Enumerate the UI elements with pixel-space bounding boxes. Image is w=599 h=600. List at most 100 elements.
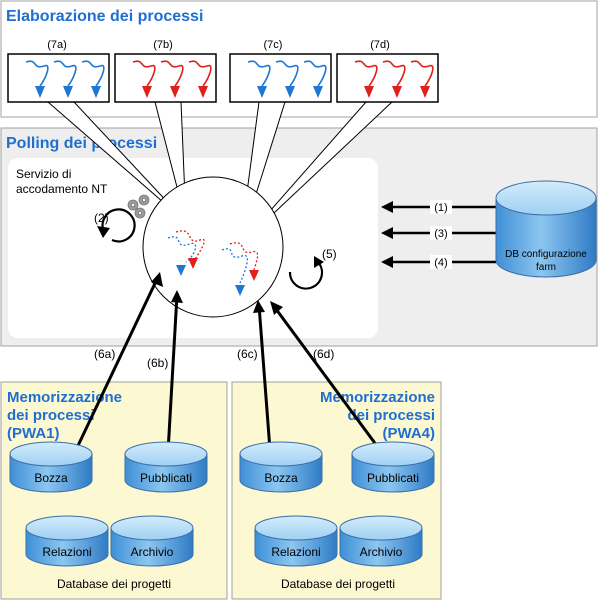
service-label-line2: accodamento NT <box>16 182 108 196</box>
process-arrowhead <box>63 86 73 98</box>
db-label: Archivio <box>360 545 403 559</box>
arrow-6c <box>257 304 272 451</box>
process-arrowhead <box>285 86 295 98</box>
process-arrowhead <box>35 86 45 98</box>
arrowhead-6a <box>151 272 163 287</box>
arrowhead-blue-right <box>235 285 245 296</box>
processor-box-7a <box>7 53 110 103</box>
processor-label-7d: (7d) <box>370 39 390 51</box>
arrowhead-red-left <box>188 258 198 269</box>
process-arrowhead <box>257 86 267 98</box>
processor-label-7b: (7b) <box>153 39 173 51</box>
config-db-label-1: DB configurazione <box>505 249 587 260</box>
processor-label-7c: (7c) <box>264 39 283 51</box>
loop-arrow-2: (2) <box>94 208 136 243</box>
process-arrowhead <box>170 86 180 98</box>
db-label: Bozza <box>34 471 68 485</box>
arrowhead-blue-left <box>176 265 186 276</box>
process-arrowhead <box>91 86 101 98</box>
process-path <box>132 60 156 87</box>
processor-box-7c <box>229 53 332 103</box>
db-relazioni-right: Relazioni <box>254 515 338 567</box>
db-pubblicati-left: Pubblicati <box>124 441 208 493</box>
db-label: Bozza <box>264 471 298 485</box>
process-path <box>354 60 378 87</box>
process-path <box>247 60 271 87</box>
gears-icon <box>127 194 150 219</box>
process-path <box>275 60 299 87</box>
process-path <box>303 60 327 87</box>
arrowhead-6d <box>270 301 283 315</box>
polling-arrows: (6a) (6b) (6c) (6d) <box>73 272 382 453</box>
process-arrowhead <box>142 86 152 98</box>
label-bg-3 <box>430 226 452 240</box>
step-label-5: (5) <box>322 247 337 261</box>
memo-right-title-3: (PWA4) <box>383 425 436 442</box>
queue-circle <box>127 176 284 318</box>
step-label-6d: (6d) <box>313 347 334 361</box>
arrowhead-1 <box>381 201 393 213</box>
processor-box-7d <box>336 53 439 103</box>
process-arrowhead <box>392 86 402 98</box>
step-label-4: (4) <box>434 257 447 269</box>
step-label-1: (1) <box>434 202 447 214</box>
process-path <box>25 60 49 87</box>
loop-arrow-5: (5) <box>288 247 337 290</box>
process-path-blue-right <box>221 248 248 284</box>
elaborazione-title: Elaborazione dei processi <box>6 8 203 25</box>
arrow-6d <box>271 304 382 451</box>
config-db: DB configurazione farm <box>495 180 597 278</box>
service-label-line1: Servizio di <box>16 167 71 181</box>
process-path <box>53 60 77 87</box>
process-arrowhead <box>420 86 430 98</box>
db-archivio-right: Archivio <box>339 515 423 567</box>
memo-left-title-3: (PWA1) <box>7 425 60 442</box>
processor-boxes: (7a) (7b) (7c) (7d) <box>7 39 439 103</box>
config-db-label-2: farm <box>536 262 556 273</box>
arrowhead-4 <box>381 256 393 268</box>
process-path <box>382 60 406 87</box>
db-relazioni-left: Relazioni <box>25 515 109 567</box>
step-label-6b: (6b) <box>147 356 168 370</box>
db-label: Pubblicati <box>367 471 419 485</box>
step-label-6c: (6c) <box>237 347 258 361</box>
arrow-6b <box>166 294 179 453</box>
memo-right-footer: Database dei progetti <box>281 577 395 591</box>
process-path <box>188 60 212 87</box>
memo-left-footer: Database dei progetti <box>57 577 171 591</box>
process-arrowhead <box>198 86 208 98</box>
arrowhead-red-right <box>249 270 259 281</box>
process-path-blue-left <box>167 236 197 263</box>
process-arrowhead <box>313 86 323 98</box>
label-bg-4 <box>430 255 452 269</box>
process-path-red-left <box>175 230 205 263</box>
label-bg-1 <box>430 200 452 214</box>
db-bozza-right: Bozza <box>239 441 323 493</box>
db-label: Relazioni <box>271 545 320 559</box>
step-label-3: (3) <box>434 228 447 240</box>
process-path <box>160 60 184 87</box>
processor-label-7a: (7a) <box>47 39 67 51</box>
db-pubblicati-right: Pubblicati <box>351 441 435 493</box>
process-arrowhead <box>364 86 374 98</box>
polling-title: Polling dei processi <box>6 135 157 152</box>
arrowhead-3 <box>381 227 393 239</box>
processor-callouts <box>46 101 394 246</box>
db-label: Relazioni <box>42 545 91 559</box>
process-path <box>410 60 434 87</box>
arrowhead-6c <box>253 300 265 313</box>
db-label: Pubblicati <box>140 471 192 485</box>
processor-box-7b <box>114 53 217 103</box>
step-label-2: (2) <box>94 211 109 225</box>
step-label-6a: (6a) <box>94 347 115 361</box>
db-label: Archivio <box>131 545 174 559</box>
arrowhead-6b <box>171 290 183 303</box>
config-arrows: (1) (3) (4) <box>381 200 496 269</box>
memo-right-title-1: Memorizzazione <box>320 389 435 406</box>
arrow-6a <box>73 276 160 453</box>
db-bozza-left: Bozza <box>9 441 93 493</box>
memo-right-title-2: dei processi <box>347 407 435 424</box>
db-archivio-left: Archivio <box>110 515 194 567</box>
